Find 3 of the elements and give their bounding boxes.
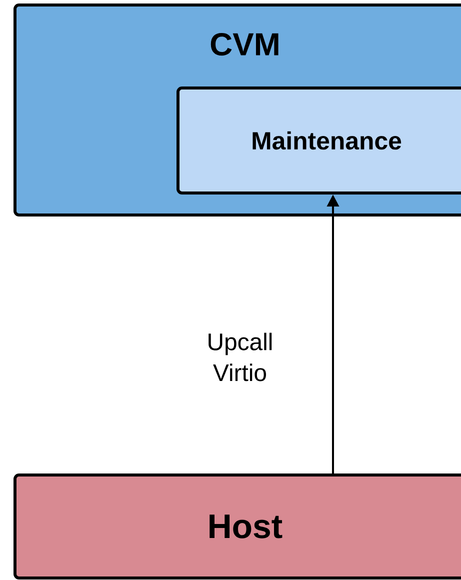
edge-label: Upcall Virtio [208,332,272,382]
process-box: Maintenance [176,86,461,194]
process-box: Host [14,474,461,580]
